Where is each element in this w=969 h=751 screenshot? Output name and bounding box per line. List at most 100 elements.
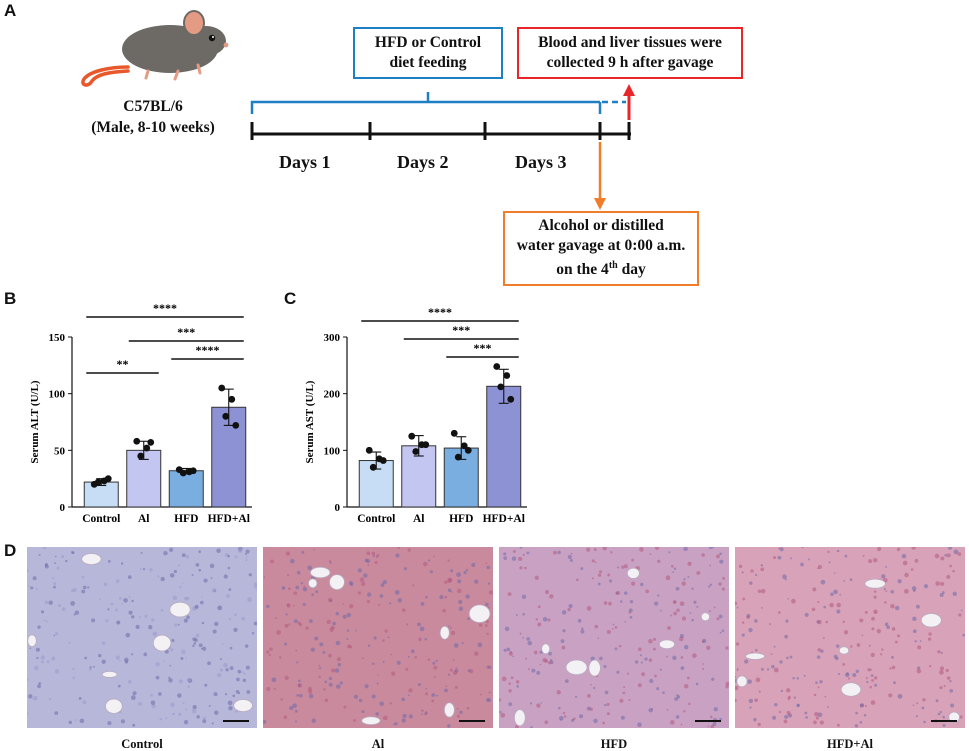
cell-nucleus (42, 547, 47, 550)
cell-nucleus (36, 656, 39, 660)
cell-nucleus (747, 679, 752, 684)
cell-nucleus (61, 607, 66, 612)
cell-nucleus (593, 548, 597, 551)
cell-nucleus (313, 548, 315, 551)
vessel-lumen (588, 659, 601, 677)
cell-nucleus (744, 659, 749, 664)
cell-nucleus (890, 590, 895, 594)
cell-nucleus (527, 640, 533, 646)
cell-nucleus (786, 656, 789, 660)
cell-nucleus (957, 552, 962, 557)
cell-nucleus (81, 589, 86, 594)
cell-nucleus (253, 582, 257, 587)
cell-nucleus (195, 633, 200, 638)
cell-nucleus (586, 693, 591, 698)
cell-nucleus (336, 657, 341, 662)
cell-nucleus (53, 634, 56, 637)
cell-nucleus (132, 723, 136, 727)
cell-nucleus (293, 619, 298, 624)
vessel-lumen (105, 698, 123, 714)
cell-nucleus (777, 555, 782, 560)
cell-nucleus (138, 702, 143, 706)
cell-nucleus (679, 601, 685, 607)
cell-nucleus (718, 582, 722, 586)
cell-nucleus (706, 645, 711, 650)
cell-nucleus (401, 697, 406, 702)
cell-nucleus (157, 575, 160, 578)
cell-nucleus (735, 676, 737, 678)
x-tick-label: HFD (174, 513, 198, 525)
cell-nucleus (407, 694, 410, 697)
cell-nucleus (427, 658, 431, 661)
cell-nucleus (128, 610, 133, 615)
cell-nucleus (862, 555, 865, 558)
data-point (503, 372, 511, 379)
cell-nucleus (709, 715, 713, 719)
cell-nucleus (74, 719, 77, 722)
cell-nucleus (741, 621, 745, 624)
cell-nucleus (817, 565, 822, 570)
cell-nucleus (923, 720, 926, 724)
cell-nucleus (242, 678, 247, 683)
cell-nucleus (648, 638, 653, 644)
cell-nucleus (414, 655, 417, 659)
cell-nucleus (835, 644, 840, 648)
cell-nucleus (701, 553, 705, 557)
cell-nucleus (617, 566, 620, 569)
cell-nucleus (855, 711, 858, 715)
cell-nucleus (603, 601, 608, 605)
cell-nucleus (32, 576, 37, 581)
cell-nucleus (448, 625, 450, 628)
collect-box-line2: collected 9 h after gavage (546, 54, 714, 71)
cell-nucleus (934, 553, 940, 559)
y-axis-label: Serum ALT (U/L) (29, 380, 41, 463)
cell-nucleus (268, 653, 271, 657)
cell-nucleus (144, 614, 148, 619)
cell-nucleus (939, 710, 942, 714)
cell-nucleus (521, 594, 527, 599)
cell-nucleus (774, 703, 778, 707)
cell-nucleus (376, 682, 379, 685)
cell-nucleus (748, 627, 753, 633)
cell-nucleus (692, 653, 697, 659)
cell-nucleus (204, 683, 208, 687)
cell-nucleus (235, 690, 240, 694)
cell-nucleus (450, 630, 456, 636)
cell-nucleus (116, 620, 121, 625)
cell-nucleus (864, 704, 867, 707)
cell-nucleus (485, 602, 489, 607)
cell-nucleus (624, 591, 628, 595)
cell-nucleus (688, 702, 691, 706)
cell-nucleus (849, 645, 853, 648)
cell-nucleus (384, 629, 388, 633)
cell-nucleus (575, 578, 579, 582)
cell-nucleus (457, 588, 462, 594)
cell-nucleus (499, 698, 502, 702)
cell-nucleus (382, 639, 385, 642)
cell-nucleus (294, 709, 298, 713)
cell-nucleus (772, 715, 777, 720)
cell-nucleus (758, 690, 761, 693)
cell-nucleus (253, 621, 257, 626)
cell-nucleus (461, 642, 464, 645)
cell-nucleus (749, 706, 752, 709)
cell-nucleus (916, 668, 922, 674)
cell-nucleus (402, 713, 407, 719)
cell-nucleus (719, 552, 722, 556)
cell-nucleus (612, 623, 615, 626)
cell-nucleus (173, 569, 177, 574)
vessel-lumen (838, 646, 850, 655)
cell-nucleus (812, 587, 817, 592)
cell-nucleus (807, 558, 810, 561)
cell-nucleus (773, 555, 777, 560)
cell-nucleus (716, 554, 720, 559)
cell-nucleus (131, 615, 135, 619)
cell-nucleus (285, 613, 288, 616)
cell-nucleus (405, 667, 409, 671)
significance-label: **** (196, 343, 220, 357)
data-point (460, 442, 468, 450)
cell-nucleus (606, 712, 610, 716)
vessel-lumen (329, 574, 345, 590)
cell-nucleus (872, 557, 878, 563)
cell-nucleus (779, 547, 784, 552)
